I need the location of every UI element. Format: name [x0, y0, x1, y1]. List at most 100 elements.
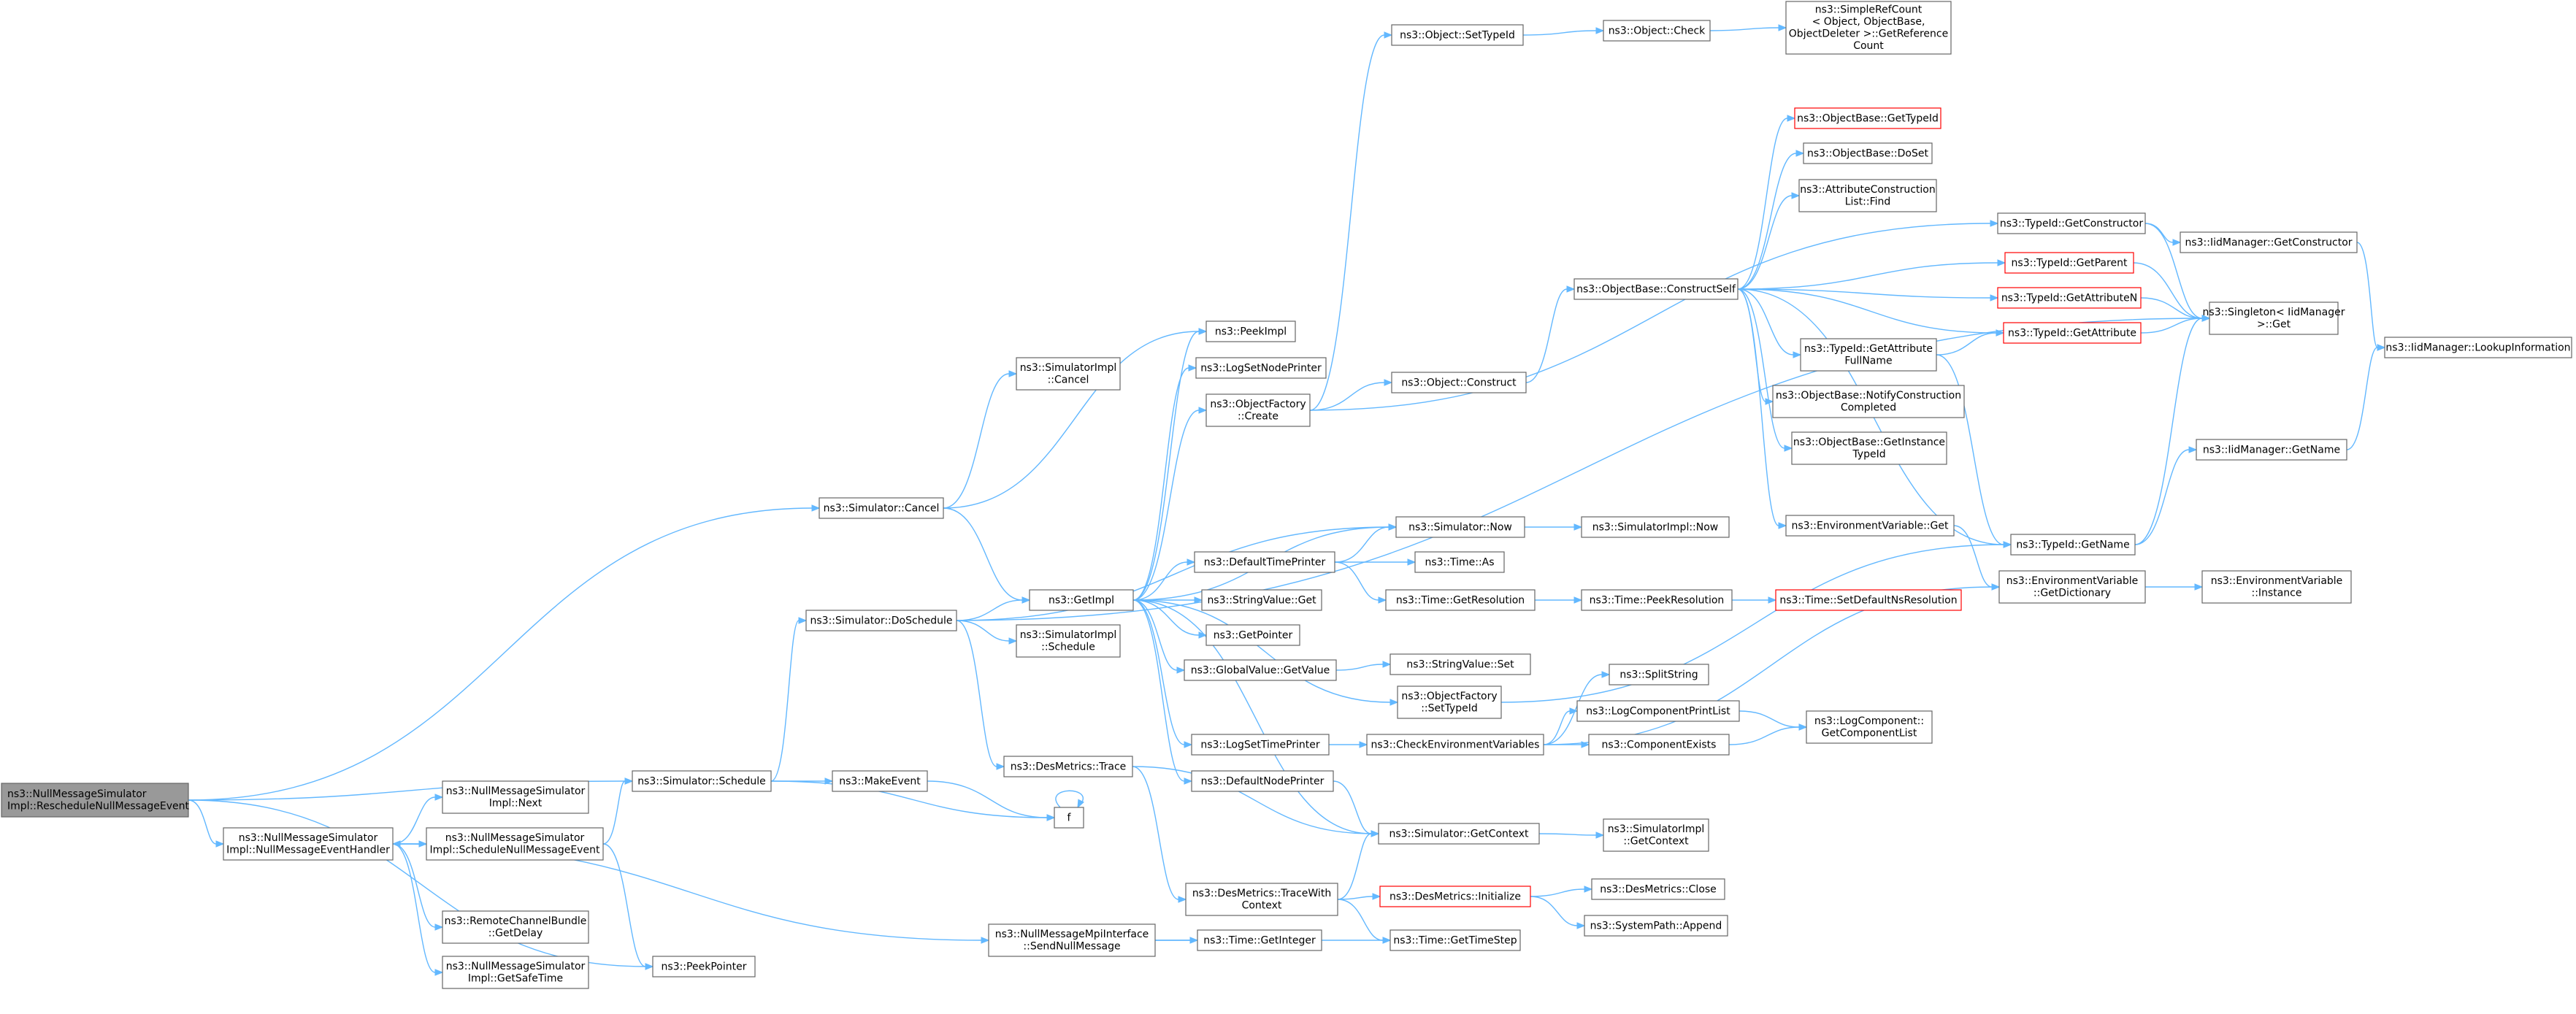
- node-ns3-environmentvariable-instance[interactable]: ns3::EnvironmentVariable::Instance: [2201, 570, 2352, 604]
- node-ns3-iidmanager-getconstructor[interactable]: ns3::IidManager::GetConstructor: [2180, 231, 2358, 253]
- node-label: ::SendNullMessage: [1023, 941, 1120, 953]
- node-label: ns3::ObjectBase::DoSet: [1807, 147, 1928, 159]
- node-ns3-simulatorimpl-schedule[interactable]: ns3::SimulatorImpl::Schedule: [1016, 624, 1121, 658]
- node-ns3-time-setdefaultnsresolution[interactable]: ns3::Time::SetDefaultNsResolution: [1775, 589, 1962, 611]
- node-ns3-getimpl[interactable]: ns3::GetImpl: [1029, 589, 1134, 611]
- node-ns3-remotechannelbundle-getdelay[interactable]: ns3::RemoteChannelBundle::GetDelay: [442, 910, 589, 944]
- node-label: ns3::AttributeConstruction: [1800, 184, 1935, 196]
- node-ns3-peekpointer[interactable]: ns3::PeekPointer: [652, 956, 756, 977]
- node-ns3-typeid-getparent[interactable]: ns3::TypeId::GetParent: [2004, 252, 2134, 274]
- node-ns3-objectbase-doset[interactable]: ns3::ObjectBase::DoSet: [1803, 142, 1933, 164]
- node-ns3-object-construct[interactable]: ns3::Object::Construct: [1391, 372, 1527, 393]
- node-ns3-simulator-schedule[interactable]: ns3::Simulator::Schedule: [632, 770, 772, 792]
- node-ns3-nullmessagesimulator-impl-getsafetime[interactable]: ns3::NullMessageSimulatorImpl::GetSafeTi…: [442, 956, 589, 989]
- arrowhead: [2003, 541, 2012, 548]
- node-ns3-time-getinteger[interactable]: ns3::Time::GetInteger: [1197, 929, 1322, 951]
- node-ns3-simulator-cancel[interactable]: ns3::Simulator::Cancel: [819, 497, 944, 519]
- node-ns3-objectbase-gettypeid[interactable]: ns3::ObjectBase::GetTypeId: [1794, 107, 1941, 129]
- edge-checkenv-to-splitstring: [1543, 674, 1603, 745]
- node-ns3-simulator-now[interactable]: ns3::Simulator::Now: [1395, 516, 1525, 538]
- edge-getimpl-to-objfactory_settypeid: [1132, 599, 1391, 703]
- node-ns3-time-as[interactable]: ns3::Time::As: [1414, 551, 1505, 573]
- arrowhead: [1573, 596, 1583, 604]
- node-box: [1591, 878, 1725, 900]
- node-ns3-defaultnodeprinter[interactable]: ns3::DefaultNodePrinter: [1191, 770, 1334, 792]
- node-label: ns3::PeekPointer: [662, 961, 747, 972]
- node-label: ns3::SimulatorImpl::Now: [1592, 521, 1719, 533]
- edge-sim_getcontext-to-simimpl_getcontext: [1538, 833, 1597, 836]
- node-ns3-objectfactory-create[interactable]: ns3::ObjectFactory::Create: [1205, 393, 1311, 427]
- arrowhead: [1187, 558, 1196, 566]
- node-ns3-systempath-append[interactable]: ns3::SystemPath::Append: [1584, 915, 1728, 937]
- arrowhead: [2194, 583, 2204, 591]
- node-ns3-nullmessagesimulator-impl-reschedulenullmessageevent[interactable]: ns3::NullMessageSimulatorImpl::Reschedul…: [1, 783, 190, 818]
- node-ns3-object-settypeid[interactable]: ns3::Object::SetTypeId: [1391, 24, 1524, 46]
- node-ns3-desmetrics-initialize[interactable]: ns3::DesMetrics::Initialize: [1379, 886, 1531, 907]
- node-ns3-makeevent[interactable]: ns3::MakeEvent: [832, 770, 928, 792]
- node-ns3-logcomponent-getcomponentlist[interactable]: ns3::LogComponent::GetComponentList: [1806, 710, 1933, 744]
- node-ns3-typeid-getattribute[interactable]: ns3::TypeId::GetAttribute: [2003, 322, 2142, 344]
- node-ns3-stringvalue-get[interactable]: ns3::StringValue::Get: [1201, 589, 1322, 611]
- node-box: [832, 770, 928, 792]
- node-ns3-getpointer[interactable]: ns3::GetPointer: [1205, 624, 1300, 646]
- node-label: ns3::SystemPath::Append: [1590, 920, 1722, 932]
- node-ns3-nullmessagempiinterface-sendnullmessage[interactable]: ns3::NullMessageMpiInterface::SendNullMe…: [988, 923, 1156, 957]
- arrowhead: [1389, 699, 1399, 706]
- node-ns3-time-gettimestep[interactable]: ns3::Time::GetTimeStep: [1389, 929, 1521, 951]
- node-ns3-objectfactory-settypeid[interactable]: ns3::ObjectFactory::SetTypeId: [1397, 685, 1502, 719]
- node-ns3-typeid-getname[interactable]: ns3::TypeId::GetName: [2010, 534, 2136, 556]
- node-ns3-logsettimeprinter[interactable]: ns3::LogSetTimePrinter: [1191, 734, 1330, 756]
- node-ns3-time-peekresolution[interactable]: ns3::Time::PeekResolution: [1581, 589, 1733, 611]
- node-ns3-splitstring[interactable]: ns3::SplitString: [1609, 664, 1709, 685]
- node-ns3-stringvalue-set[interactable]: ns3::StringValue::Set: [1389, 653, 1531, 675]
- arrowhead: [1569, 707, 1579, 715]
- node-ns3-iidmanager-lookupinformation[interactable]: ns3::IidManager::LookupInformation: [2384, 337, 2572, 358]
- node-ns3-checkenvironmentvariables[interactable]: ns3::CheckEnvironmentVariables: [1366, 734, 1544, 756]
- edge-typeid_getconstructor-to-iidmanager_getconstructor: [2144, 223, 2174, 243]
- node-box: [652, 956, 756, 977]
- node-ns3-peekimpl[interactable]: ns3::PeekImpl: [1205, 320, 1296, 342]
- node-label: ns3::SimulatorImpl: [1020, 362, 1117, 374]
- node-ns3-logcomponentprintlist[interactable]: ns3::LogComponentPrintList: [1576, 700, 1740, 722]
- node-ns3-nullmessagesimulator-impl-schedulenullmessageevent[interactable]: ns3::NullMessageSimulatorImpl::ScheduleN…: [426, 827, 604, 861]
- node-ns3-objectbase-constructself[interactable]: ns3::ObjectBase::ConstructSelf: [1573, 278, 1739, 300]
- node-ns3-environmentvariable-getdictionary[interactable]: ns3::EnvironmentVariable::GetDictionary: [1998, 570, 2146, 604]
- node-ns3-logsetnodeprinter[interactable]: ns3::LogSetNodePrinter: [1195, 357, 1327, 379]
- node-ns3-desmetrics-trace[interactable]: ns3::DesMetrics::Trace: [1003, 756, 1133, 777]
- node-ns3-objectbase-notifyconstruction-completed[interactable]: ns3::ObjectBase::NotifyConstructionCompl…: [1772, 385, 1965, 418]
- node-ns3-object-check[interactable]: ns3::Object::Check: [1603, 20, 1711, 42]
- arrowhead: [1188, 364, 1197, 372]
- node-ns3-time-getresolution[interactable]: ns3::Time::GetResolution: [1385, 589, 1536, 611]
- node-ns3-simulatorimpl-now[interactable]: ns3::SimulatorImpl::Now: [1581, 516, 1730, 538]
- node-ns3-nullmessagesimulator-impl-nullmessageeventhandler[interactable]: ns3::NullMessageSimulatorImpl::NullMessa…: [223, 827, 394, 861]
- node-ns3-environmentvariable-get[interactable]: ns3::EnvironmentVariable::Get: [1785, 515, 1955, 537]
- node-ns3-simulator-doschedule[interactable]: ns3::Simulator::DoSchedule: [805, 610, 957, 631]
- node-ns3-simplerefcount-object-objectbase-objectdeleter-getreference-count[interactable]: ns3::SimpleRefCount< Object, ObjectBase,…: [1785, 1, 1952, 55]
- node-label: ns3::LogComponent::: [1814, 715, 1924, 727]
- node-label: ns3::MakeEvent: [839, 775, 921, 787]
- node-ns3-defaulttimeprinter[interactable]: ns3::DefaultTimePrinter: [1194, 551, 1335, 573]
- node-ns3-globalvalue-getvalue[interactable]: ns3::GlobalValue::GetValue: [1184, 659, 1337, 681]
- node-f[interactable]: f: [1054, 807, 1084, 829]
- node-ns3-componentexists[interactable]: ns3::ComponentExists: [1588, 734, 1730, 756]
- node-ns3-typeid-getconstructor[interactable]: ns3::TypeId::GetConstructor: [1997, 212, 2146, 234]
- node-ns3-simulatorimpl-cancel[interactable]: ns3::SimulatorImpl::Cancel: [1016, 357, 1121, 391]
- node-box: [1366, 734, 1544, 756]
- edge-objectbase_constructself-to-typeid_getattrfullname: [1737, 288, 1794, 356]
- edge-objectbase_constructself-to-attrconstruction: [1737, 195, 1793, 290]
- node-ns3-simulator-getcontext[interactable]: ns3::Simulator::GetContext: [1378, 823, 1540, 845]
- node-ns3-typeid-getattributen[interactable]: ns3::TypeId::GetAttributeN: [1997, 287, 2142, 309]
- node-ns3-singleton-iidmanager-get[interactable]: ns3::Singleton< IidManager>::Get: [2203, 301, 2345, 335]
- arrowhead: [1787, 115, 1796, 122]
- edge-defaulttimeprinter-to-sim_now: [1334, 526, 1389, 563]
- edge-schedule-to-doschedule: [770, 620, 800, 782]
- node-ns3-simulatorimpl-getcontext[interactable]: ns3::SimulatorImpl::GetContext: [1603, 818, 1709, 852]
- node-ns3-desmetrics-close[interactable]: ns3::DesMetrics::Close: [1591, 878, 1725, 900]
- node-box: [1581, 589, 1733, 611]
- node-ns3-iidmanager-getname[interactable]: ns3::IidManager::GetName: [2196, 439, 2347, 461]
